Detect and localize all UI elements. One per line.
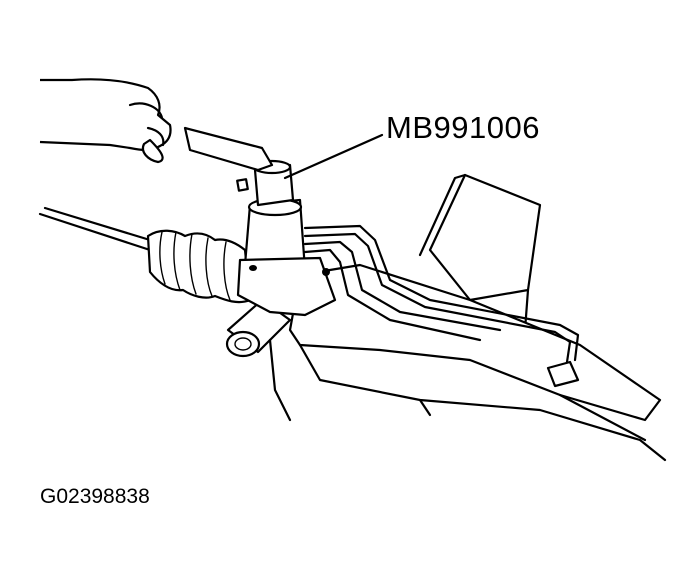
pressure-tubes (303, 224, 580, 388)
figure-code: G02398838 (40, 485, 150, 508)
tie-rod (38, 206, 152, 252)
tool-callout-label: MB991006 (386, 110, 540, 145)
callout-leader-line (283, 133, 384, 180)
support-bracket (418, 173, 542, 332)
special-tool-mb991006 (183, 126, 295, 207)
hand-holding-tool-icon (39, 78, 172, 164)
tie-rod-boot (146, 229, 252, 304)
valve-body (236, 197, 337, 317)
